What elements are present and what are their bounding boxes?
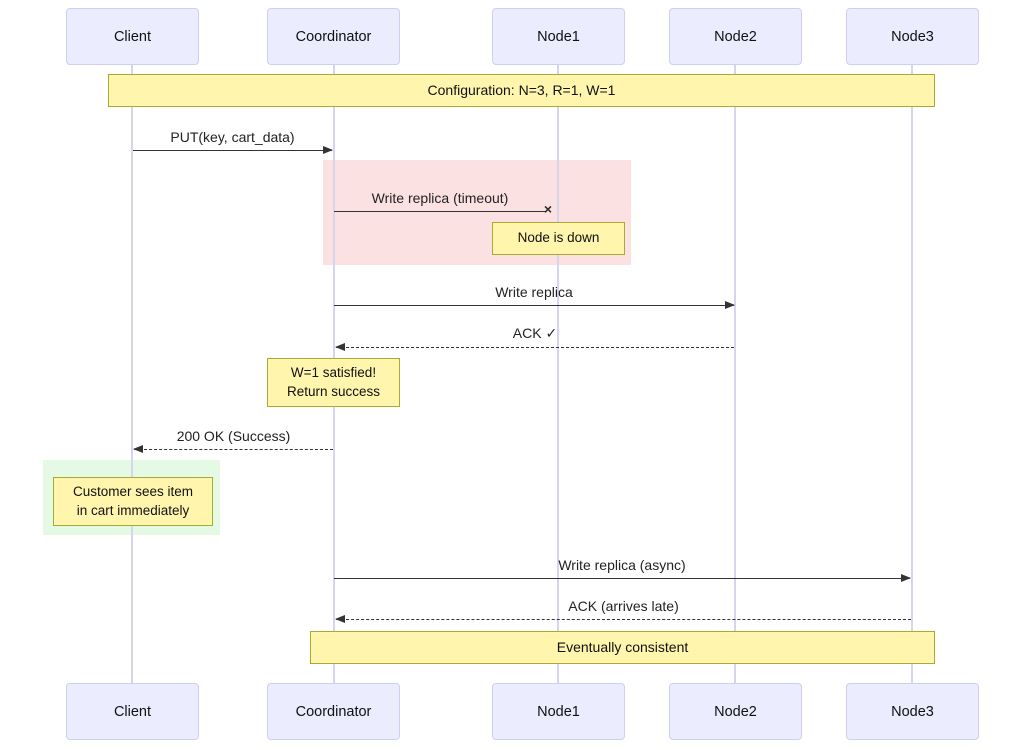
- message-line: [133, 150, 332, 151]
- message-line: [334, 578, 910, 579]
- lifeline-node2: [734, 65, 736, 683]
- actor-coordinator-top: Coordinator: [267, 8, 400, 65]
- message-line: [134, 449, 333, 450]
- arrowhead-right-icon: [901, 573, 911, 582]
- arrowhead-left-icon: [335, 614, 345, 623]
- note-w1-satisfied: W=1 satisfied! Return success: [267, 358, 400, 407]
- message-ack-late-label: ACK (arrives late): [568, 598, 679, 614]
- actor-node3-top: Node3: [846, 8, 979, 65]
- message-put-label: PUT(key, cart_data): [170, 129, 295, 145]
- actor-node1-top: Node1: [492, 8, 625, 65]
- message-line: [334, 211, 546, 212]
- arrowhead-left-icon: [335, 342, 345, 351]
- message-line: [336, 619, 911, 620]
- message-async-label: Write replica (async): [558, 557, 686, 573]
- message-line: [334, 305, 734, 306]
- note-eventually-consistent: Eventually consistent: [310, 631, 935, 664]
- arrowhead-right-icon: [725, 300, 735, 309]
- note-customer-sees-item: Customer sees item in cart immediately: [53, 477, 213, 526]
- message-line: [336, 347, 734, 348]
- actor-client-top: Client: [66, 8, 199, 65]
- actor-node2-top: Node2: [669, 8, 802, 65]
- actor-node3-bottom: Node3: [846, 683, 979, 740]
- note-node-is-down: Node is down: [492, 222, 625, 255]
- actor-node2-bottom: Node2: [669, 683, 802, 740]
- arrowhead-left-icon: [133, 444, 143, 453]
- message-timeout-label: Write replica (timeout): [371, 190, 509, 206]
- message-200-ok-label: 200 OK (Success): [176, 428, 291, 444]
- arrowhead-right-icon: [323, 145, 333, 154]
- actor-client-bottom: Client: [66, 683, 199, 740]
- lifeline-node1: [557, 65, 559, 683]
- message-ack-label: ACK ✓: [512, 325, 558, 341]
- cross-icon: ×: [543, 201, 552, 217]
- lifeline-node3: [911, 65, 913, 683]
- lifeline-client: [131, 65, 133, 683]
- actor-node1-bottom: Node1: [492, 683, 625, 740]
- actor-coordinator-bottom: Coordinator: [267, 683, 400, 740]
- message-write-replica-label: Write replica: [495, 284, 573, 300]
- note-configuration: Configuration: N=3, R=1, W=1: [108, 74, 935, 107]
